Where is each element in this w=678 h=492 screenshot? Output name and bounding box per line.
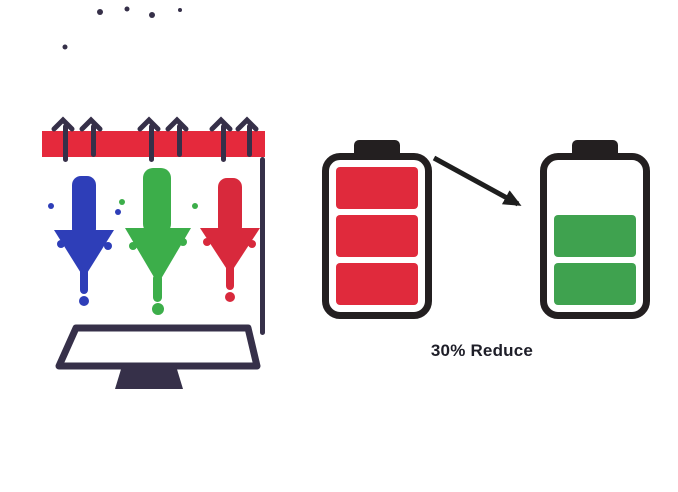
battery-cap-icon — [354, 140, 400, 157]
battery-cells — [336, 167, 418, 305]
banner-stitches-icon — [51, 116, 259, 132]
battery-cells — [554, 167, 636, 305]
green-paint-arrow-icon — [119, 168, 198, 315]
paint-splash-laptop-illustration — [42, 6, 265, 389]
laptop-outline-icon — [55, 324, 261, 370]
battery-before-icon — [322, 140, 432, 322]
red-paint-arrow-icon — [200, 178, 260, 302]
battery-cap-icon — [572, 140, 618, 157]
banner-drips-icon — [63, 124, 265, 335]
reduction-arrow-icon — [432, 155, 522, 207]
splatter-specks-icon — [62, 6, 182, 50]
battery-cell — [336, 263, 418, 305]
battery-body — [322, 153, 432, 319]
blue-paint-arrow-icon — [48, 176, 121, 306]
reduction-caption: 30% Reduce — [430, 341, 534, 360]
battery-after-icon — [540, 140, 650, 322]
banner-pole — [260, 157, 265, 335]
battery-cell — [336, 167, 418, 209]
battery-body — [540, 153, 650, 319]
battery-cell — [554, 263, 636, 305]
laptop-foot-icon — [115, 366, 183, 389]
battery-cell — [554, 215, 636, 257]
battery-cell — [336, 215, 418, 257]
